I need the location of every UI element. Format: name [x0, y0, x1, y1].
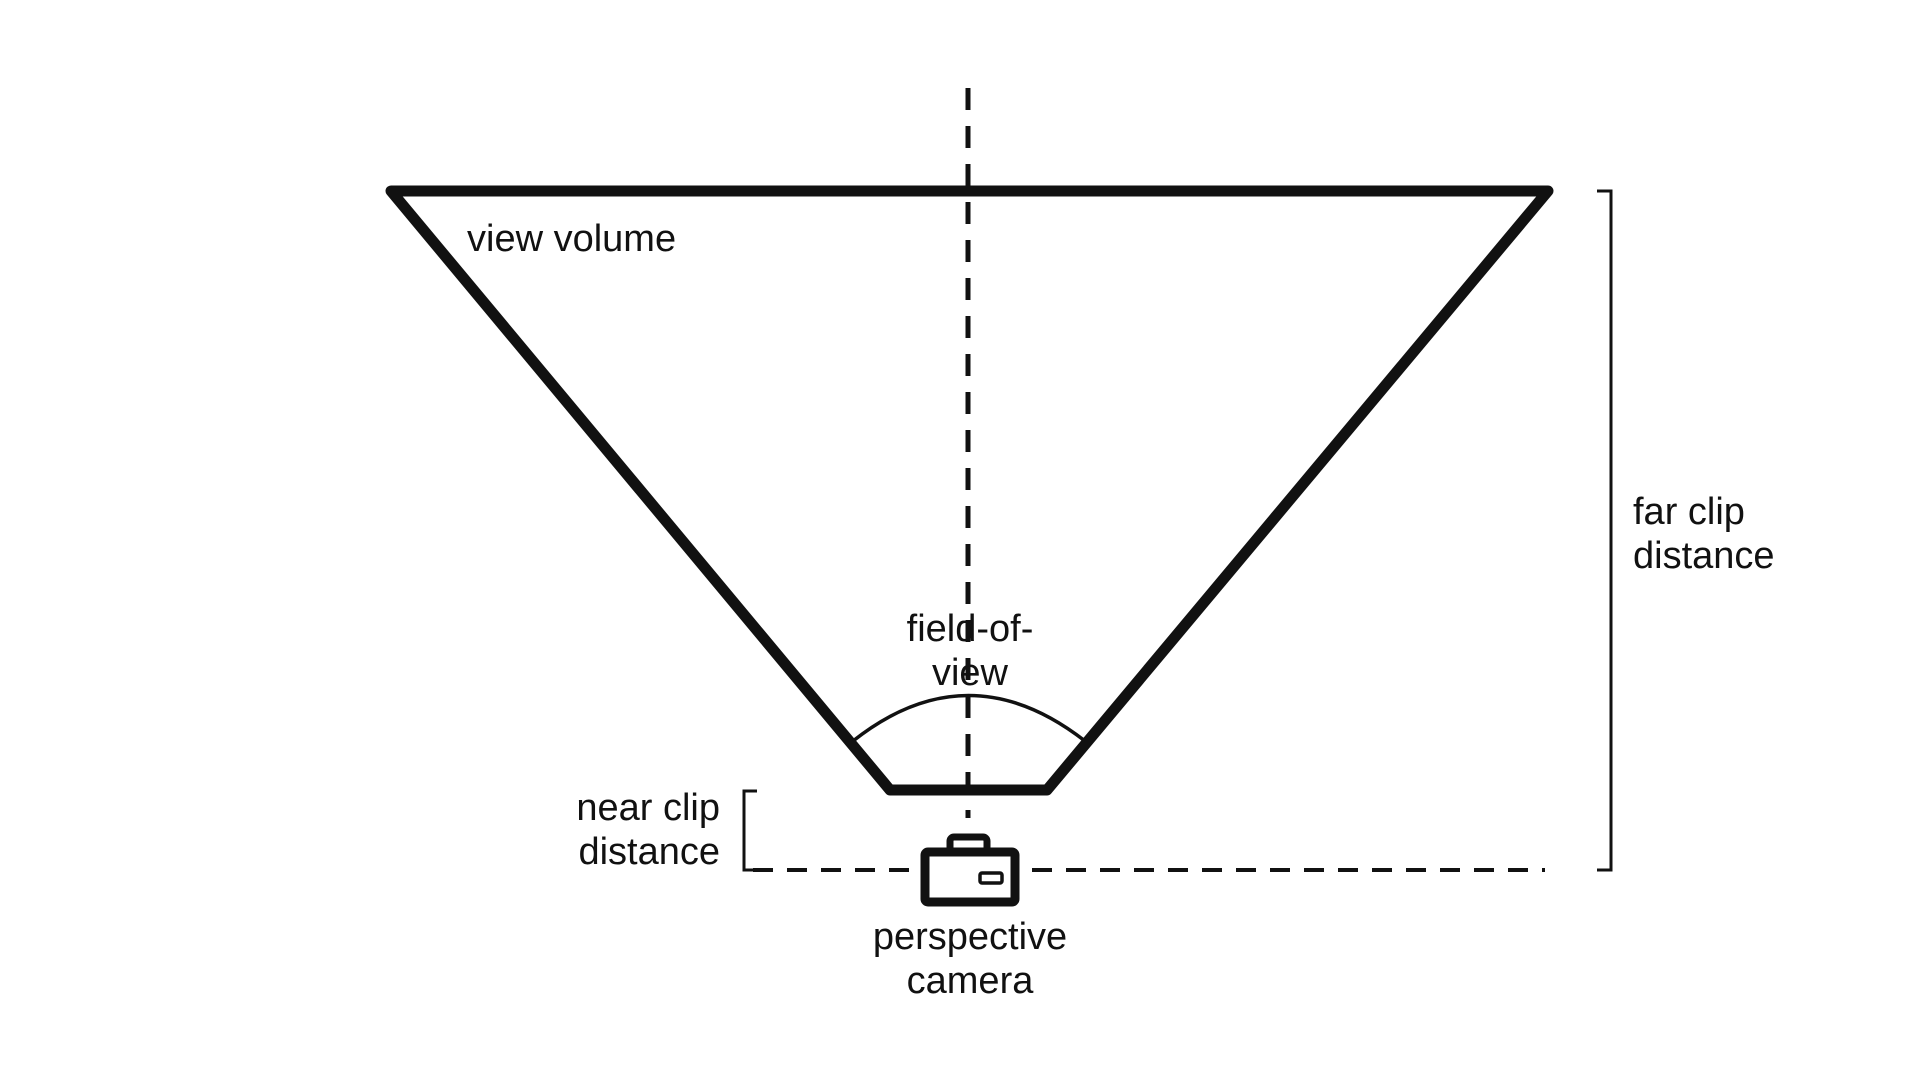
camera-label-line1: perspective [873, 916, 1067, 958]
far-clip-label-line2: distance [1633, 535, 1775, 577]
near-clip-label-line2: distance [578, 831, 720, 873]
near-clip-bracket [742, 789, 757, 872]
field-of-view-label-line1: field-of- [907, 608, 1034, 650]
far-clip-label-line1: far clip [1633, 491, 1745, 533]
far-clip-bracket [1597, 189, 1613, 872]
camera-icon [920, 833, 1020, 907]
field-of-view-arc [851, 693, 1087, 743]
near-clip-label-line1: near clip [576, 787, 720, 829]
view-volume-label: view volume [467, 218, 676, 260]
field-of-view-label-line2: view [932, 652, 1009, 694]
view-volume-frustum [385, 185, 1554, 796]
camera-label-line2: camera [907, 960, 1035, 1002]
